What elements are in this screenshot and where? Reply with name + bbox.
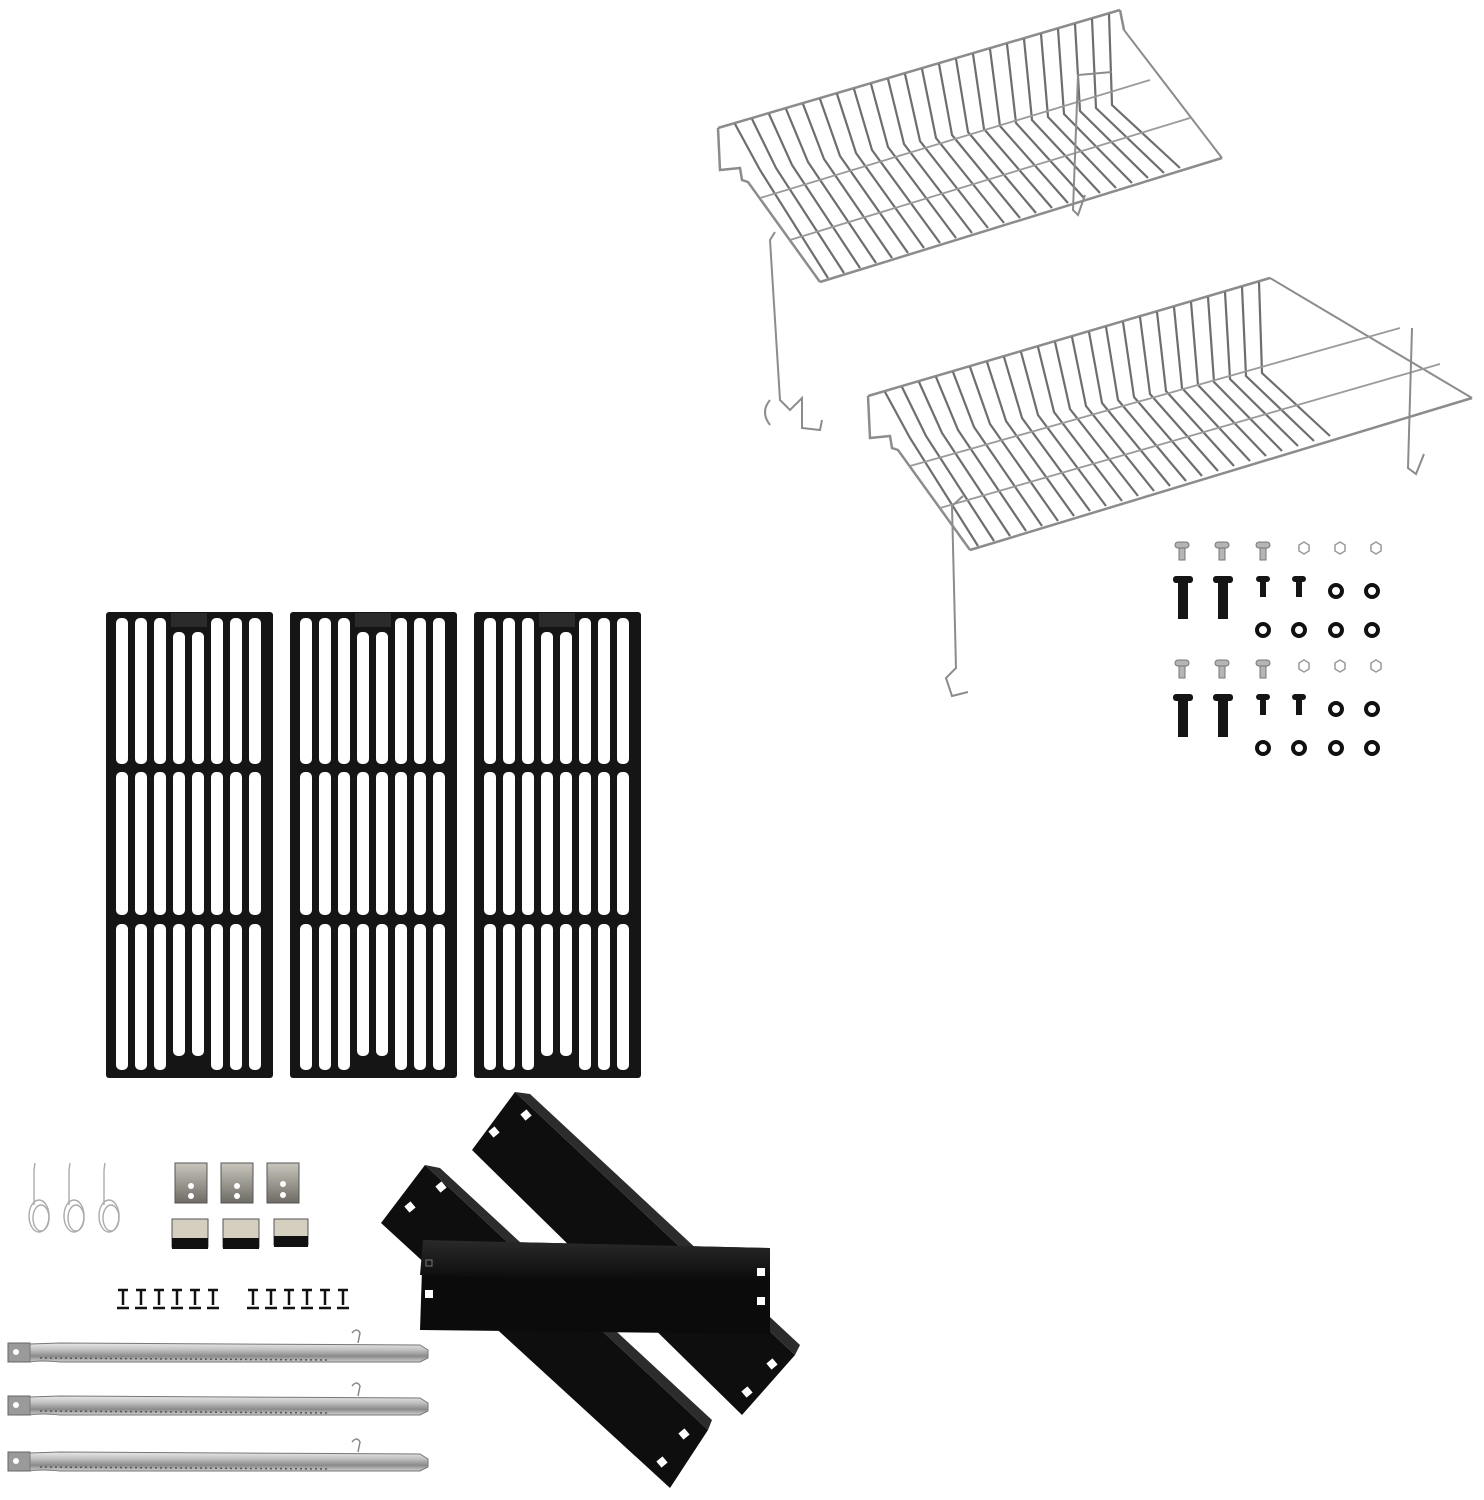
bolts-right <box>247 1288 349 1310</box>
heat-plate-front <box>420 1240 770 1334</box>
igniter-1 <box>28 1162 50 1233</box>
burner-2 <box>7 1382 429 1416</box>
hardware-kit-set-2 <box>1173 659 1382 756</box>
igniter-electrodes <box>28 1162 120 1233</box>
carry-over-brackets <box>171 1162 309 1249</box>
burner-3 <box>7 1438 429 1472</box>
bolt-set <box>117 1288 349 1310</box>
bracket-upper-row <box>174 1162 300 1204</box>
warming-rack-2 <box>866 276 1473 698</box>
bolts-left <box>117 1288 219 1310</box>
cooking-grate-3 <box>474 612 641 1078</box>
cooking-grates <box>106 612 641 1078</box>
heat-plates <box>381 1092 800 1488</box>
igniter-2 <box>63 1162 85 1233</box>
hardware-kit <box>1173 541 1382 756</box>
bracket-lower-row <box>171 1218 309 1249</box>
warming-rack-1 <box>716 8 1223 432</box>
burners <box>7 1329 429 1472</box>
hardware-kit-set-1 <box>1173 541 1382 638</box>
cooking-grate-2 <box>290 612 457 1078</box>
cooking-grate-1 <box>106 612 273 1078</box>
igniter-3 <box>98 1162 120 1233</box>
burner-1 <box>7 1329 429 1363</box>
